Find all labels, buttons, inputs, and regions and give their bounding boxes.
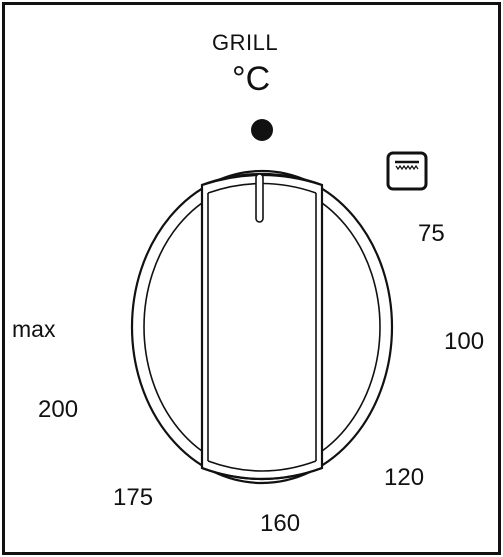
scale-label-100: 100 — [444, 328, 485, 355]
celsius-unit-label: °C — [232, 60, 271, 98]
scale-label-200: 200 — [38, 396, 79, 423]
oven-top-heat-icon — [386, 151, 428, 191]
scale-label-160: 160 — [260, 510, 301, 537]
knob-grip[interactable] — [200, 172, 324, 481]
knob-pointer-mark — [255, 173, 264, 223]
scale-label-max: max — [12, 316, 56, 342]
off-position-dot-icon — [251, 119, 273, 141]
scale-label-175: 175 — [113, 484, 154, 511]
scale-label-75: 75 — [418, 220, 445, 247]
grill-mode-label: GRILL — [212, 30, 279, 55]
dial-outer-ring — [130, 169, 394, 485]
scale-label-120: 120 — [384, 464, 425, 491]
